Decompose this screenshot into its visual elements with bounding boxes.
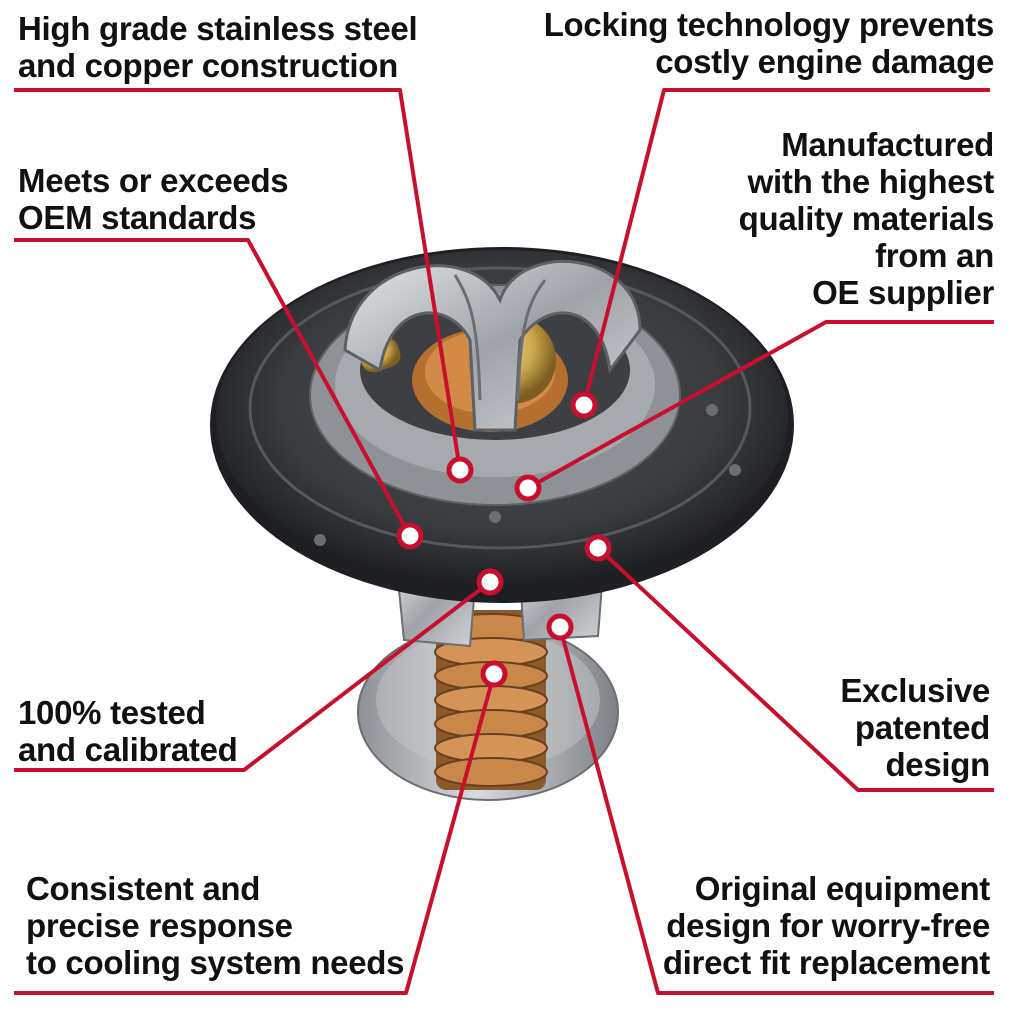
callout-oem-standards: Meets or exceeds OEM standards <box>18 162 289 236</box>
target-dot-oem-standards <box>396 522 424 550</box>
target-dot-tested-calibrated <box>476 568 504 596</box>
callout-line: design <box>885 746 990 783</box>
callout-line: precise response <box>26 907 293 944</box>
callout-line: costly engine damage <box>655 43 994 80</box>
callout-line: Locking technology prevents <box>543 6 995 43</box>
callout-line: patented <box>854 709 990 746</box>
target-dot-stainless-copper <box>446 456 474 484</box>
callout-line: Meets or exceeds <box>18 162 289 199</box>
callout-line: OE supplier <box>812 274 994 311</box>
callout-precise-response: Consistent and precise response to cooli… <box>26 870 405 981</box>
target-dot-direct-fit <box>546 613 574 641</box>
callout-line: design for worry-free <box>666 907 990 944</box>
leader-line-tested-calibrated <box>14 580 492 772</box>
callout-line: Consistent and <box>26 870 261 907</box>
callout-line: 100% tested <box>18 694 206 731</box>
leader-line-stainless-copper <box>14 88 462 471</box>
leader-line-oem-standards <box>14 238 412 537</box>
callout-direct-fit: Original equipment design for worry-free… <box>663 870 990 981</box>
callout-oe-supplier: Manufactured with the highest quality ma… <box>738 126 995 311</box>
steel-bridge <box>343 259 642 432</box>
target-dot-locking-technology <box>570 391 598 419</box>
callout-tested-calibrated: 100% tested and calibrated <box>18 694 238 768</box>
target-dots <box>396 391 612 688</box>
target-dot-precise-response <box>480 660 508 688</box>
leader-line-direct-fit <box>558 626 994 995</box>
callout-line: direct fit replacement <box>662 944 990 981</box>
callout-line: Manufactured <box>781 126 994 163</box>
callout-line: and copper construction <box>18 47 398 84</box>
callout-line: OEM standards <box>18 199 257 236</box>
leader-line-locking-technology <box>582 88 990 406</box>
callout-line: Original equipment <box>694 870 991 907</box>
callout-patented-design: Exclusive patented design <box>840 672 990 783</box>
steel-flange <box>309 284 681 506</box>
callout-line: to cooling system needs <box>26 944 405 981</box>
callout-line: from an <box>875 237 994 274</box>
leader-line-precise-response <box>14 673 496 995</box>
callout-stainless-copper: High grade stainless steel and copper co… <box>18 10 418 84</box>
callout-line: with the highest <box>747 163 995 200</box>
callout-line: and calibrated <box>18 731 238 768</box>
callout-locking-technology: Locking technology prevents costly engin… <box>543 6 995 80</box>
callout-line: High grade stainless steel <box>18 10 418 47</box>
leader-lines <box>14 88 994 995</box>
target-dot-oe-supplier <box>514 474 542 502</box>
leader-line-oe-supplier <box>527 320 994 490</box>
target-dot-patented-design <box>584 534 612 562</box>
callout-line: Exclusive <box>840 672 990 709</box>
leader-line-patented-design <box>596 546 994 792</box>
callout-line: quality materials <box>738 200 995 237</box>
